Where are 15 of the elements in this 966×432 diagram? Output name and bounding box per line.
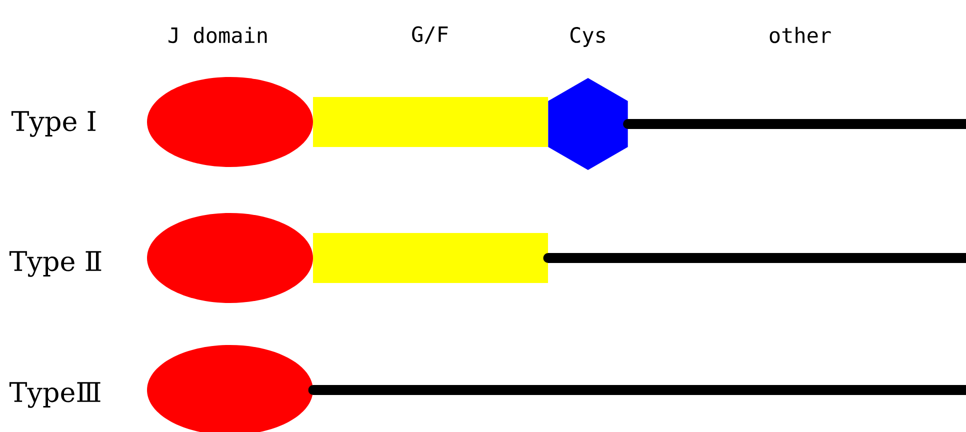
- row-label: TypeⅢ: [9, 382, 100, 408]
- j-domain-ellipse: [147, 213, 313, 303]
- gf-region-bar: [313, 233, 548, 283]
- gf-region-bar: [313, 97, 548, 147]
- cys-hexagon: [548, 78, 628, 170]
- connecting-line: [543, 253, 966, 263]
- connecting-line: [623, 119, 966, 129]
- column-header: G/F: [412, 26, 448, 44]
- j-domain-ellipse: [147, 77, 313, 167]
- row-label: Type Ⅰ: [11, 111, 96, 137]
- column-header: J domain: [168, 26, 267, 44]
- row-label: Type Ⅱ: [9, 251, 102, 277]
- connecting-line: [308, 385, 966, 395]
- column-header: Cys: [570, 27, 605, 47]
- column-header: other: [770, 26, 831, 44]
